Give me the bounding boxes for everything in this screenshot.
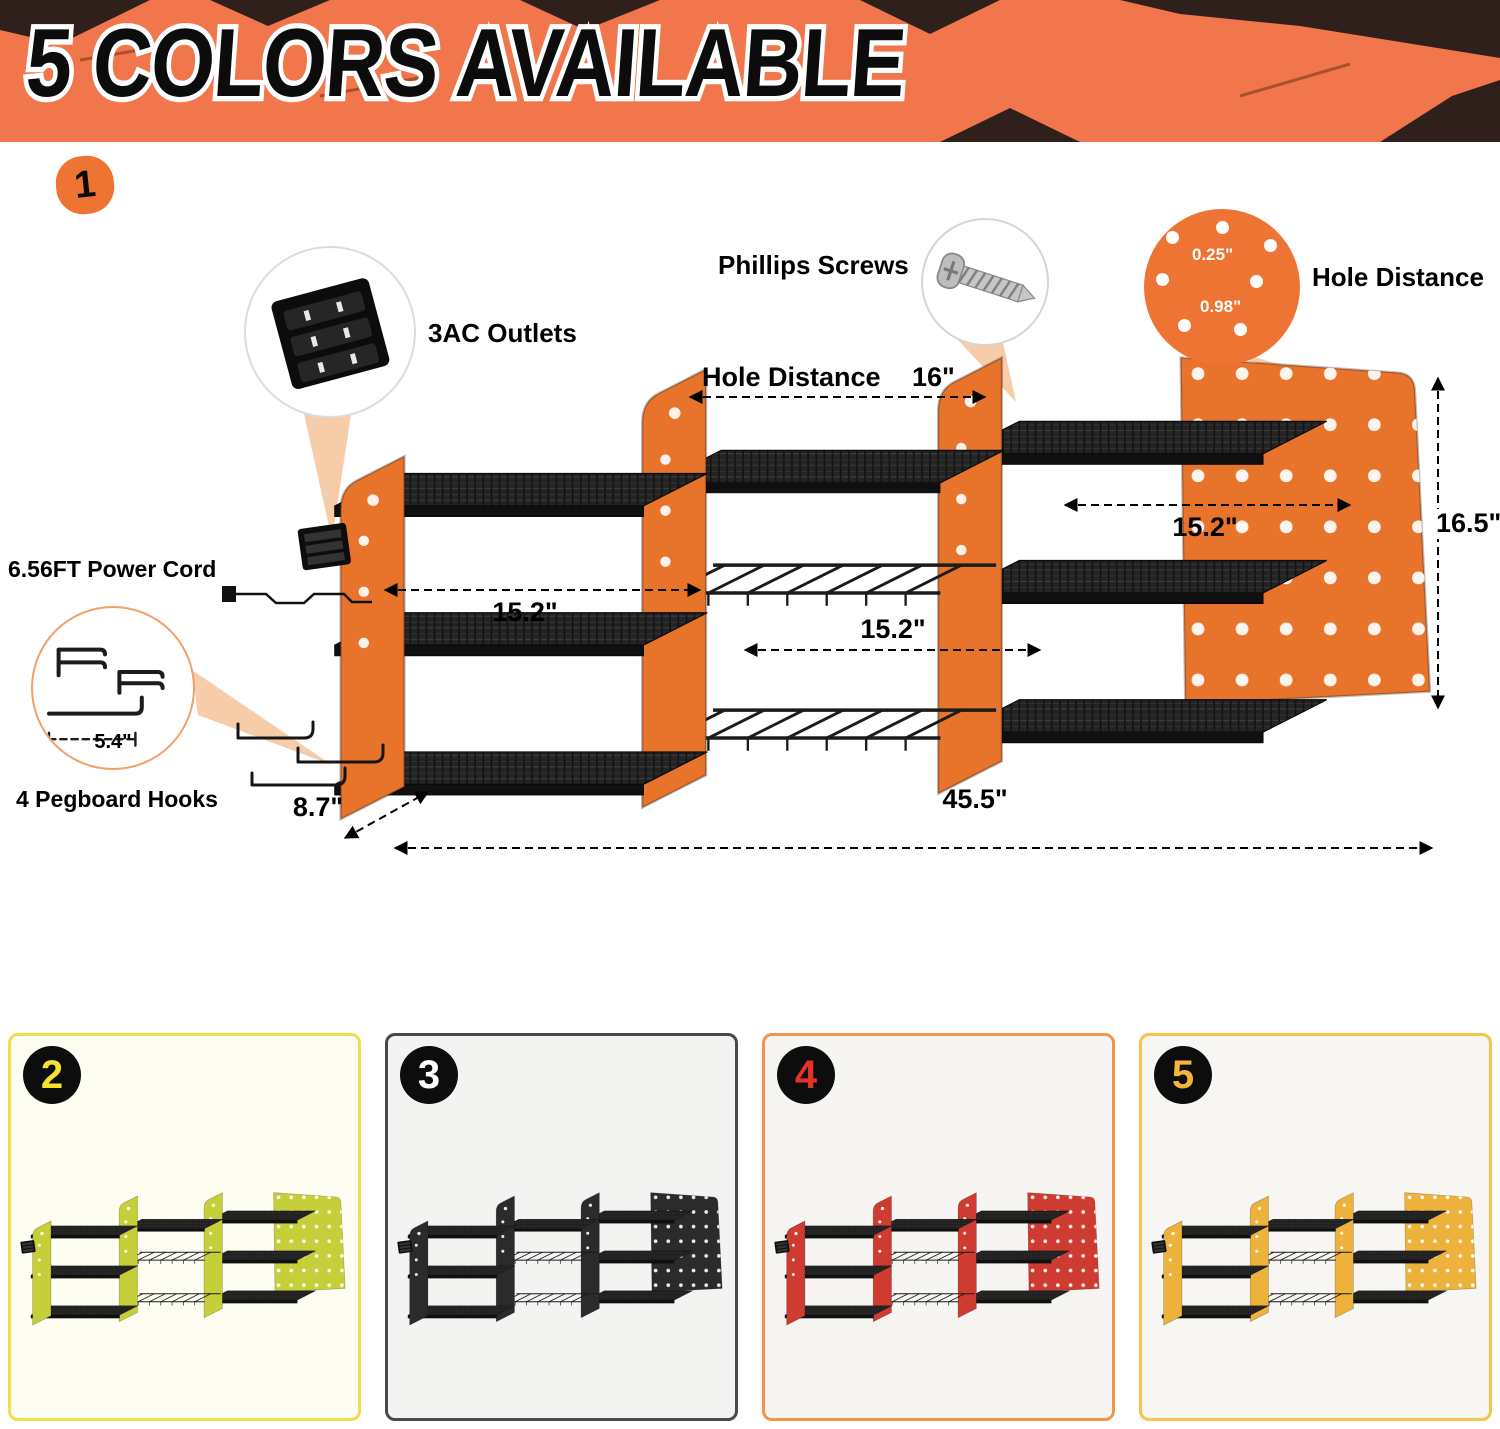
screws-callout-circle [921,218,1049,346]
dim-hole-distance-label: Hole Distance [702,362,881,392]
peg-hole-dot [1178,319,1191,332]
variant-5-organizer [1151,1192,1478,1326]
hole-spacing-value: 0.98" [1200,297,1242,316]
peg-hole-dot [1250,275,1263,288]
organizer-graphic [397,1192,724,1326]
hook-width-value: 5.4" [94,731,132,753]
dim-bay1: 15.2" [492,597,557,627]
outlets-label: 3AC Outlets [428,318,577,348]
variant-4-organizer [774,1192,1101,1326]
dimension-lines [343,376,1445,855]
banner-grunge-texture [0,0,1500,142]
screw-icon [936,252,1036,303]
variant-2-badge: 2 [23,1046,81,1104]
power-strip-icon [271,278,390,389]
peg-hole-dot [1234,323,1247,336]
banner: 5 COLORS AVAILABLE 5 COLORS AVAILABLE [0,0,1500,142]
peg-hole-dot [1264,239,1277,252]
dim-bay3: 15.2" [1172,512,1237,542]
dim-depth: 8.7" [293,792,343,822]
pegboard-hooks-label: 4 Pegboard Hooks [16,786,218,812]
outlets-callout-circle [244,246,416,418]
power-cord-label: 6.56FT Power Cord [8,556,217,582]
variant-3-organizer [397,1192,724,1326]
organizer-graphic [1151,1192,1478,1326]
variant-3-badge: 3 [400,1046,458,1104]
organizer-graphic [774,1192,1101,1326]
screws-label: Phillips Screws [718,250,909,280]
variant-5-badge: 5 [1154,1046,1212,1104]
peg-hole-dot [1216,221,1229,234]
variant-card-3: 3 [385,1033,738,1421]
hole-distance-callout-circle: 0.25" 0.98" [1144,209,1300,365]
main-diagram: Hole Distance 16" 15.2" 15.2" 15.2" 16.5… [192,338,1500,855]
power-cord-art [222,586,372,605]
banner-title: 5 COLORS AVAILABLE [22,10,909,118]
peg-hole-dot [1156,273,1169,286]
variant-2-organizer [20,1192,347,1326]
banner-title-block: 5 COLORS AVAILABLE 5 COLORS AVAILABLE [18,5,913,122]
pegboard-hooks-art [236,720,385,787]
peg-hole-dot [1166,231,1179,244]
hole-distance-label: Hole Distance [1312,262,1484,292]
dim-height-label-bg [1433,509,1500,539]
color-variants-row: 2 3 4 5 [8,1033,1492,1421]
hole-diameter-value: 0.25" [1192,245,1234,264]
dim-hole-distance-value: 16" [912,362,955,392]
variant-4-badge: 4 [777,1046,835,1104]
dim-height: 16.5" [1436,508,1500,538]
variant-card-5: 5 [1139,1033,1492,1421]
dim-total-width: 45.5" [942,784,1007,814]
hooks-callout-circle: 5.4" [31,606,195,770]
organizer-product [295,355,1432,821]
variant-card-2: 2 [8,1033,361,1421]
variant-card-4: 4 [762,1033,1115,1421]
organizer-graphic [20,1192,347,1326]
dim-bay2: 15.2" [860,614,925,644]
